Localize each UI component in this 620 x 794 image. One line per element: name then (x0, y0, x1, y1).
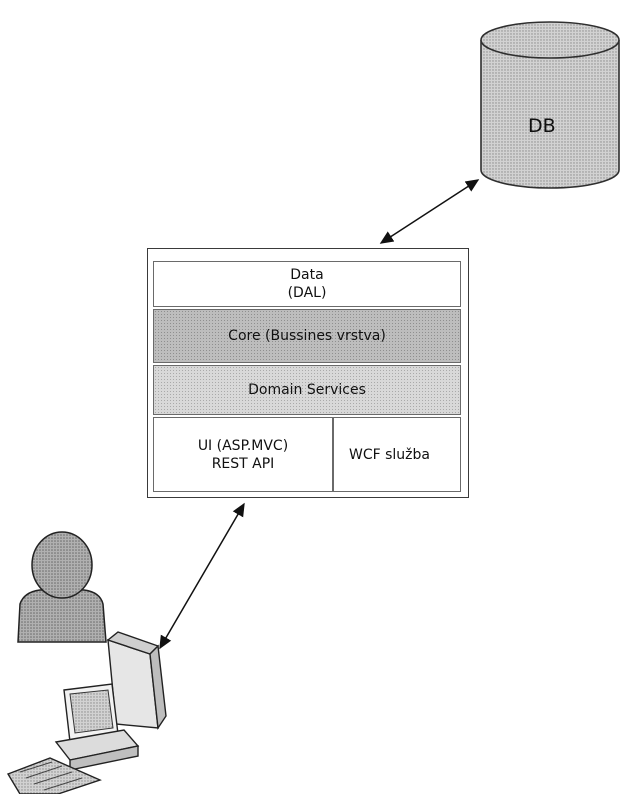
data-layer-subtitle: (DAL) (287, 285, 327, 301)
user-icon (17, 531, 107, 643)
db-label: DB (528, 115, 556, 137)
wcf-layer-label: WCF služba (349, 446, 430, 463)
db-connection-arrow (379, 179, 480, 244)
user-connection-arrow (159, 502, 245, 650)
core-layer-label: Core (Bussines vrstva) (228, 328, 386, 344)
architecture-box: Data (DAL) Core (Bussines vrstva) Domain… (147, 248, 469, 498)
core-layer: Core (Bussines vrstva) (153, 309, 461, 363)
data-layer: Data (DAL) (153, 261, 461, 307)
database-cylinder-icon (480, 21, 620, 189)
domain-services-layer: Domain Services (153, 365, 461, 415)
ui-layer: UI (ASP.MVC) REST API (153, 417, 333, 492)
keyboard-icon (6, 757, 102, 794)
wcf-layer: WCF služba (333, 417, 461, 492)
data-layer-title: Data (290, 267, 324, 283)
ui-layer-title: UI (ASP.MVC) (197, 437, 289, 454)
ui-layer-subtitle: REST API (211, 455, 275, 472)
domain-services-label: Domain Services (248, 382, 366, 398)
computer-icon (54, 631, 167, 771)
